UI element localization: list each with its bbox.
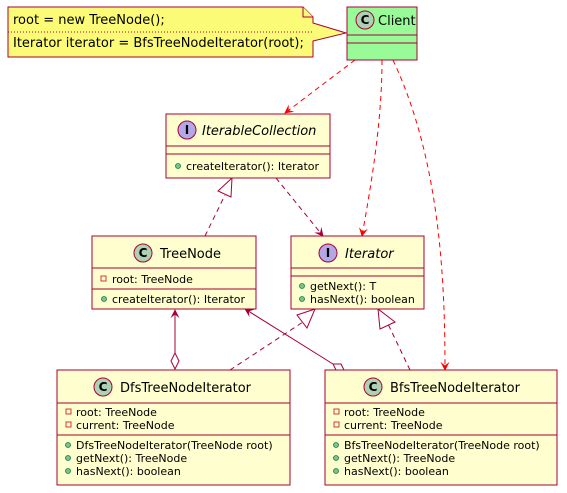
class-iterator-name: Iterator: [345, 247, 395, 262]
public-visibility-icon: [65, 442, 71, 448]
class-dfs-name: DfsTreeNodeIterator: [120, 381, 252, 396]
attr-current: current: TreeNode: [344, 419, 443, 432]
private-visibility-icon: [100, 275, 107, 282]
method-get-next: getNext(): TreeNode: [344, 452, 455, 465]
private-visibility-icon: [333, 408, 340, 415]
public-visibility-icon: [333, 468, 339, 474]
private-visibility-icon: [65, 421, 72, 428]
private-visibility-icon: [65, 408, 72, 415]
method-constructor: BfsTreeNodeIterator(TreeNode root): [344, 439, 540, 452]
class-kind-letter: C: [369, 380, 378, 394]
interface-kind-letter: I: [185, 123, 189, 137]
attr-root: root: TreeNode: [76, 406, 157, 419]
realization-bfs-triangle: [377, 307, 396, 330]
relations: [170, 59, 450, 373]
realization-bfs-line: [387, 323, 411, 371]
dependency-iterable-collection-to-iterator: [275, 177, 324, 237]
note: root = new TreeNode(); Iterator iterator…: [7, 6, 348, 58]
private-visibility-icon: [333, 421, 340, 428]
class-iterable-collection[interactable]: I IterableCollection createIterator(): I…: [165, 113, 331, 179]
note-fold: [302, 7, 313, 18]
attr-root: root: TreeNode: [112, 273, 193, 286]
dependency-client-to-iterator: [358, 59, 383, 237]
interface-kind-badge: [318, 243, 338, 263]
method-get-next: getNext(): T: [310, 280, 376, 293]
class-kind-letter: C: [99, 380, 108, 394]
realization-dfs-triangle: [296, 308, 316, 329]
interface-kind-badge: [177, 120, 197, 140]
class-iterable-collection-name: IterableCollection: [202, 124, 316, 139]
class-treenode[interactable]: C TreeNode root: TreeNode createIterator…: [91, 235, 257, 310]
class-kind-letter: C: [361, 13, 370, 27]
note-line-2: Iterator iterator = BfsTreeNodeIterator(…: [13, 36, 304, 51]
method-has-next: hasNext(): boolean: [344, 465, 449, 478]
class-client-name: Client: [378, 14, 416, 29]
class-kind-badge: [363, 377, 383, 397]
realization-treenode-triangle: [217, 176, 233, 198]
public-visibility-icon: [101, 296, 107, 302]
method-has-next: hasNext(): boolean: [310, 293, 415, 306]
public-visibility-icon: [65, 468, 71, 474]
class-treenode-name: TreeNode: [159, 247, 221, 262]
public-visibility-icon: [333, 442, 339, 448]
public-visibility-icon: [299, 283, 305, 289]
class-iterator[interactable]: I Iterator getNext(): T hasNext(): boole…: [290, 235, 425, 310]
attr-root: root: TreeNode: [344, 406, 425, 419]
class-client[interactable]: C Client: [346, 6, 418, 61]
class-dfs-treenode-iterator[interactable]: C DfsTreeNodeIterator root: TreeNode cur…: [56, 369, 291, 486]
class-kind-badge: [133, 243, 153, 263]
realization-dfs-line: [229, 321, 304, 371]
interface-kind-letter: I: [326, 246, 330, 260]
class-bfs-treenode-iterator[interactable]: C BfsTreeNodeIterator root: TreeNode cur…: [324, 369, 558, 486]
note-line-1: root = new TreeNode();: [13, 13, 165, 28]
method-has-next: hasNext(): boolean: [76, 465, 181, 478]
method-create-iterator: createIterator(): Iterator: [112, 293, 245, 306]
class-kind-letter: C: [139, 246, 148, 260]
public-visibility-icon: [299, 296, 305, 302]
class-kind-badge: [355, 10, 375, 30]
aggregation-dfs-diamond: [170, 351, 180, 371]
class-kind-badge: [93, 377, 113, 397]
method-constructor: DfsTreeNodeIterator(TreeNode root): [76, 439, 273, 452]
public-visibility-icon: [65, 455, 71, 461]
dependency-client-to-iterable-collection: [284, 59, 356, 114]
attr-current: current: TreeNode: [76, 419, 175, 432]
public-visibility-icon: [333, 455, 339, 461]
public-visibility-icon: [175, 163, 181, 169]
method-get-next: getNext(): TreeNode: [76, 452, 187, 465]
method-create-iterator: createIterator(): Iterator: [186, 160, 319, 173]
class-bfs-name: BfsTreeNodeIterator: [390, 381, 521, 396]
realization-treenode-line: [204, 194, 226, 237]
dependency-client-to-bfs-iterator: [392, 59, 450, 371]
aggregation-bfs-line: [244, 308, 334, 365]
